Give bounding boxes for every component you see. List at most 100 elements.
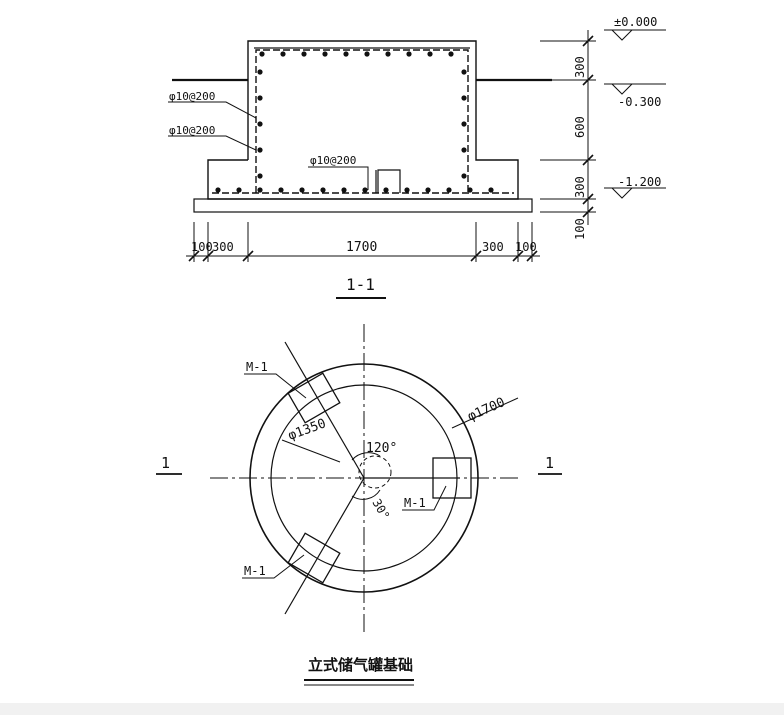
rebar-label-1: φ10@200 (169, 90, 215, 103)
radial-line-upper (284, 341, 365, 479)
rebar-leader-1 (168, 101, 257, 119)
hdim-tick-5 (512, 250, 524, 262)
radial-line-lower (284, 477, 365, 615)
rebar-dot (257, 95, 263, 101)
rebar-cage-top (255, 49, 469, 193)
outer-diameter-label: φ1700 (466, 395, 508, 425)
hdim-tick-3 (242, 250, 254, 262)
vdim-tick-2 (582, 74, 594, 86)
hdim-100-right: 100 (515, 240, 537, 254)
foundation-outline (207, 40, 519, 200)
rebar-dot (385, 51, 391, 57)
elev-mark-1 (611, 29, 633, 41)
hdim-300-right: 300 (482, 240, 504, 254)
elev-mark-2 (611, 83, 633, 95)
vertical-dimension-chain (540, 30, 596, 225)
inner-diameter-label: φ1350 (286, 416, 328, 443)
embed-plate-right (432, 457, 472, 499)
rebar-dot (467, 187, 473, 193)
rebar-leader-3 (308, 166, 369, 190)
rebar-dot (278, 187, 284, 193)
rebar-dot (461, 69, 467, 75)
outer-diameter-leader (451, 397, 519, 429)
rebar-dot (215, 187, 221, 193)
rebar-dot (364, 51, 370, 57)
embed-leader-lower (242, 554, 305, 579)
rebar-dot (425, 187, 431, 193)
hdim-1700: 1700 (346, 240, 377, 255)
rebar-dot (461, 173, 467, 179)
section-title: 1-1 (346, 275, 375, 294)
embed-plate-lower (287, 532, 341, 584)
rebar-dot (446, 187, 452, 193)
rebar-leaders (168, 101, 369, 190)
vdim-600: 600 (573, 116, 587, 138)
angle-label-30: 30° (369, 497, 392, 523)
rebar-dot (362, 187, 368, 193)
rebar-dot (461, 95, 467, 101)
vdim-100: 100 (573, 218, 587, 240)
rebar-dot (257, 147, 263, 153)
rebar-dot (461, 147, 467, 153)
drawing-title: 立式储气罐基础 (308, 656, 413, 674)
elev-030: -0.300 (618, 95, 661, 109)
rebar-dot (259, 51, 265, 57)
rebar-dot (322, 51, 328, 57)
rebar-dot (427, 51, 433, 57)
rebar-dot (236, 187, 242, 193)
hdim-300-left: 300 (212, 240, 234, 254)
rebar-dot (257, 173, 263, 179)
section-mark-right: 1 (545, 454, 554, 472)
center-circle (358, 455, 392, 489)
hdim-tick-4 (470, 250, 482, 262)
bottom-strip (0, 703, 784, 715)
rebar-dots (215, 51, 494, 193)
vdim-tick-4 (582, 193, 594, 205)
rebar-dot (320, 187, 326, 193)
embed-plate-upper (287, 372, 341, 424)
vdim-tick-1 (582, 35, 594, 47)
rebar-dot (461, 121, 467, 127)
angle-arc-30 (351, 489, 381, 500)
vdim-tick-5 (582, 206, 594, 218)
rebar-dot (488, 187, 494, 193)
vdim-300-bottom: 300 (573, 176, 587, 198)
hdim-100-left: 100 (191, 240, 213, 254)
embed-label-upper: M-1 (246, 360, 268, 374)
rebar-label-2: φ10@200 (169, 124, 215, 137)
rebar-dot (404, 187, 410, 193)
rebar-dot (257, 69, 263, 75)
embed-leader-upper (244, 373, 307, 399)
embed-label-right: M-1 (404, 496, 426, 510)
angle-arc-120 (351, 452, 381, 461)
elevation-markers (604, 29, 666, 199)
embed-leader-right (402, 485, 447, 511)
rebar-dot (448, 51, 454, 57)
rebar-dot (257, 121, 263, 127)
elev-000: ±0.000 (614, 15, 657, 29)
rebar-dot (341, 187, 347, 193)
rebar-dot (343, 51, 349, 57)
rebar-dot (257, 187, 263, 193)
inner-support (377, 169, 401, 193)
elev-120: -1.200 (618, 175, 661, 189)
plan-view (210, 324, 520, 632)
vdim-300-top: 300 (573, 56, 587, 78)
section-mark-left: 1 (161, 454, 170, 472)
embed-label-lower: M-1 (244, 564, 266, 578)
horizontal-dimension-chain (186, 222, 540, 262)
bedding-layer (193, 198, 533, 213)
rebar-dot (280, 51, 286, 57)
inner-diameter-leader (281, 439, 341, 463)
section-view (172, 40, 552, 213)
rebar-label-3: φ10@200 (310, 154, 356, 167)
angle-label-120: 120° (366, 441, 397, 456)
rebar-dot (406, 51, 412, 57)
rebar-dot (383, 187, 389, 193)
rebar-dot (299, 187, 305, 193)
rebar-dot (301, 51, 307, 57)
rebar-leader-2 (168, 135, 257, 151)
elev-mark-3 (611, 187, 633, 199)
